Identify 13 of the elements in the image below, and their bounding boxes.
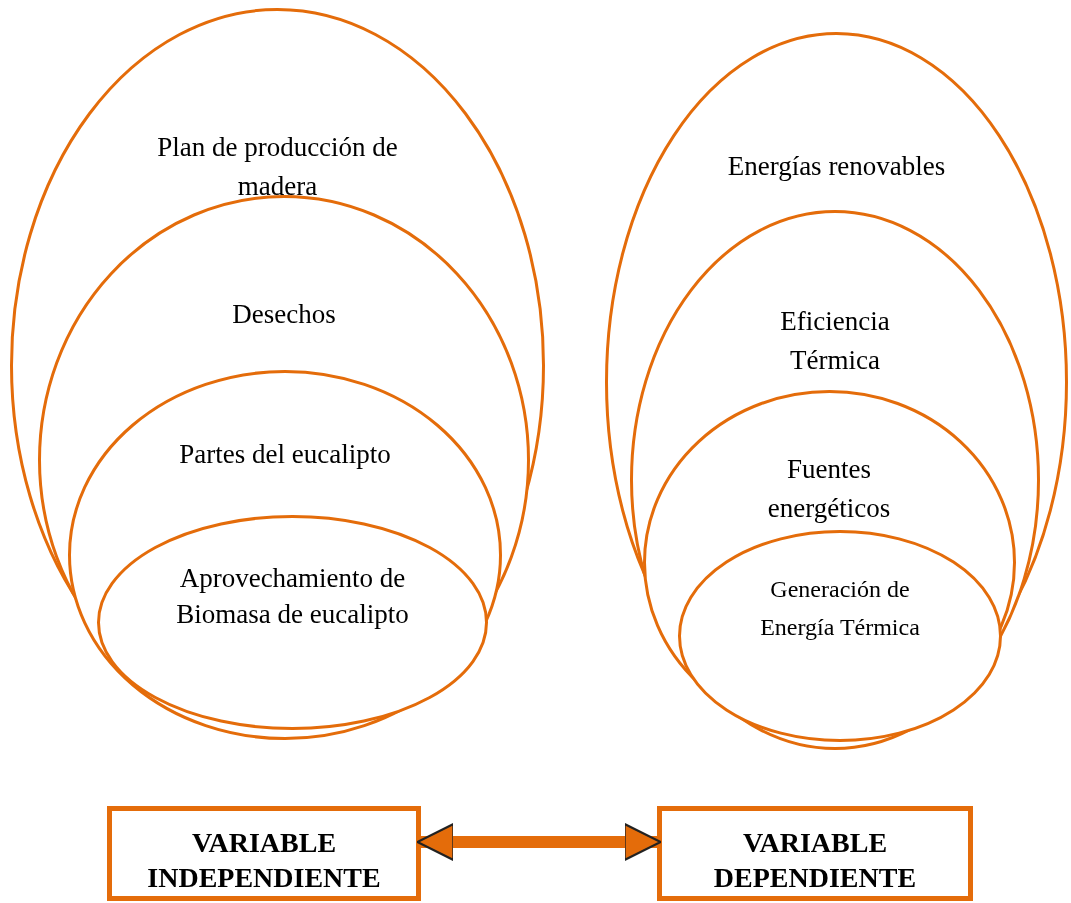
double-arrow	[416, 822, 662, 862]
ellipse-label: Plan de producción de madera	[156, 131, 399, 204]
ellipse-label: Desechos	[231, 298, 337, 331]
ellipse-label: Fuentes energéticos	[766, 453, 892, 526]
variable-label: VARIABLE DEPENDIENTE	[712, 826, 918, 895]
variable-box	[107, 806, 421, 901]
ellipse-label: Aprovechamiento de Biomasa de eucalipto	[175, 562, 410, 632]
variable-box	[657, 806, 973, 901]
ellipse-label: Generación de Energía Térmica	[759, 575, 921, 643]
ellipse-label: Partes del eucalipto	[178, 438, 392, 471]
ellipse-label: Energías renovables	[726, 150, 947, 183]
variable-label: VARIABLE INDEPENDIENTE	[146, 826, 382, 895]
ellipse-label: Eficiencia Térmica	[779, 305, 891, 378]
